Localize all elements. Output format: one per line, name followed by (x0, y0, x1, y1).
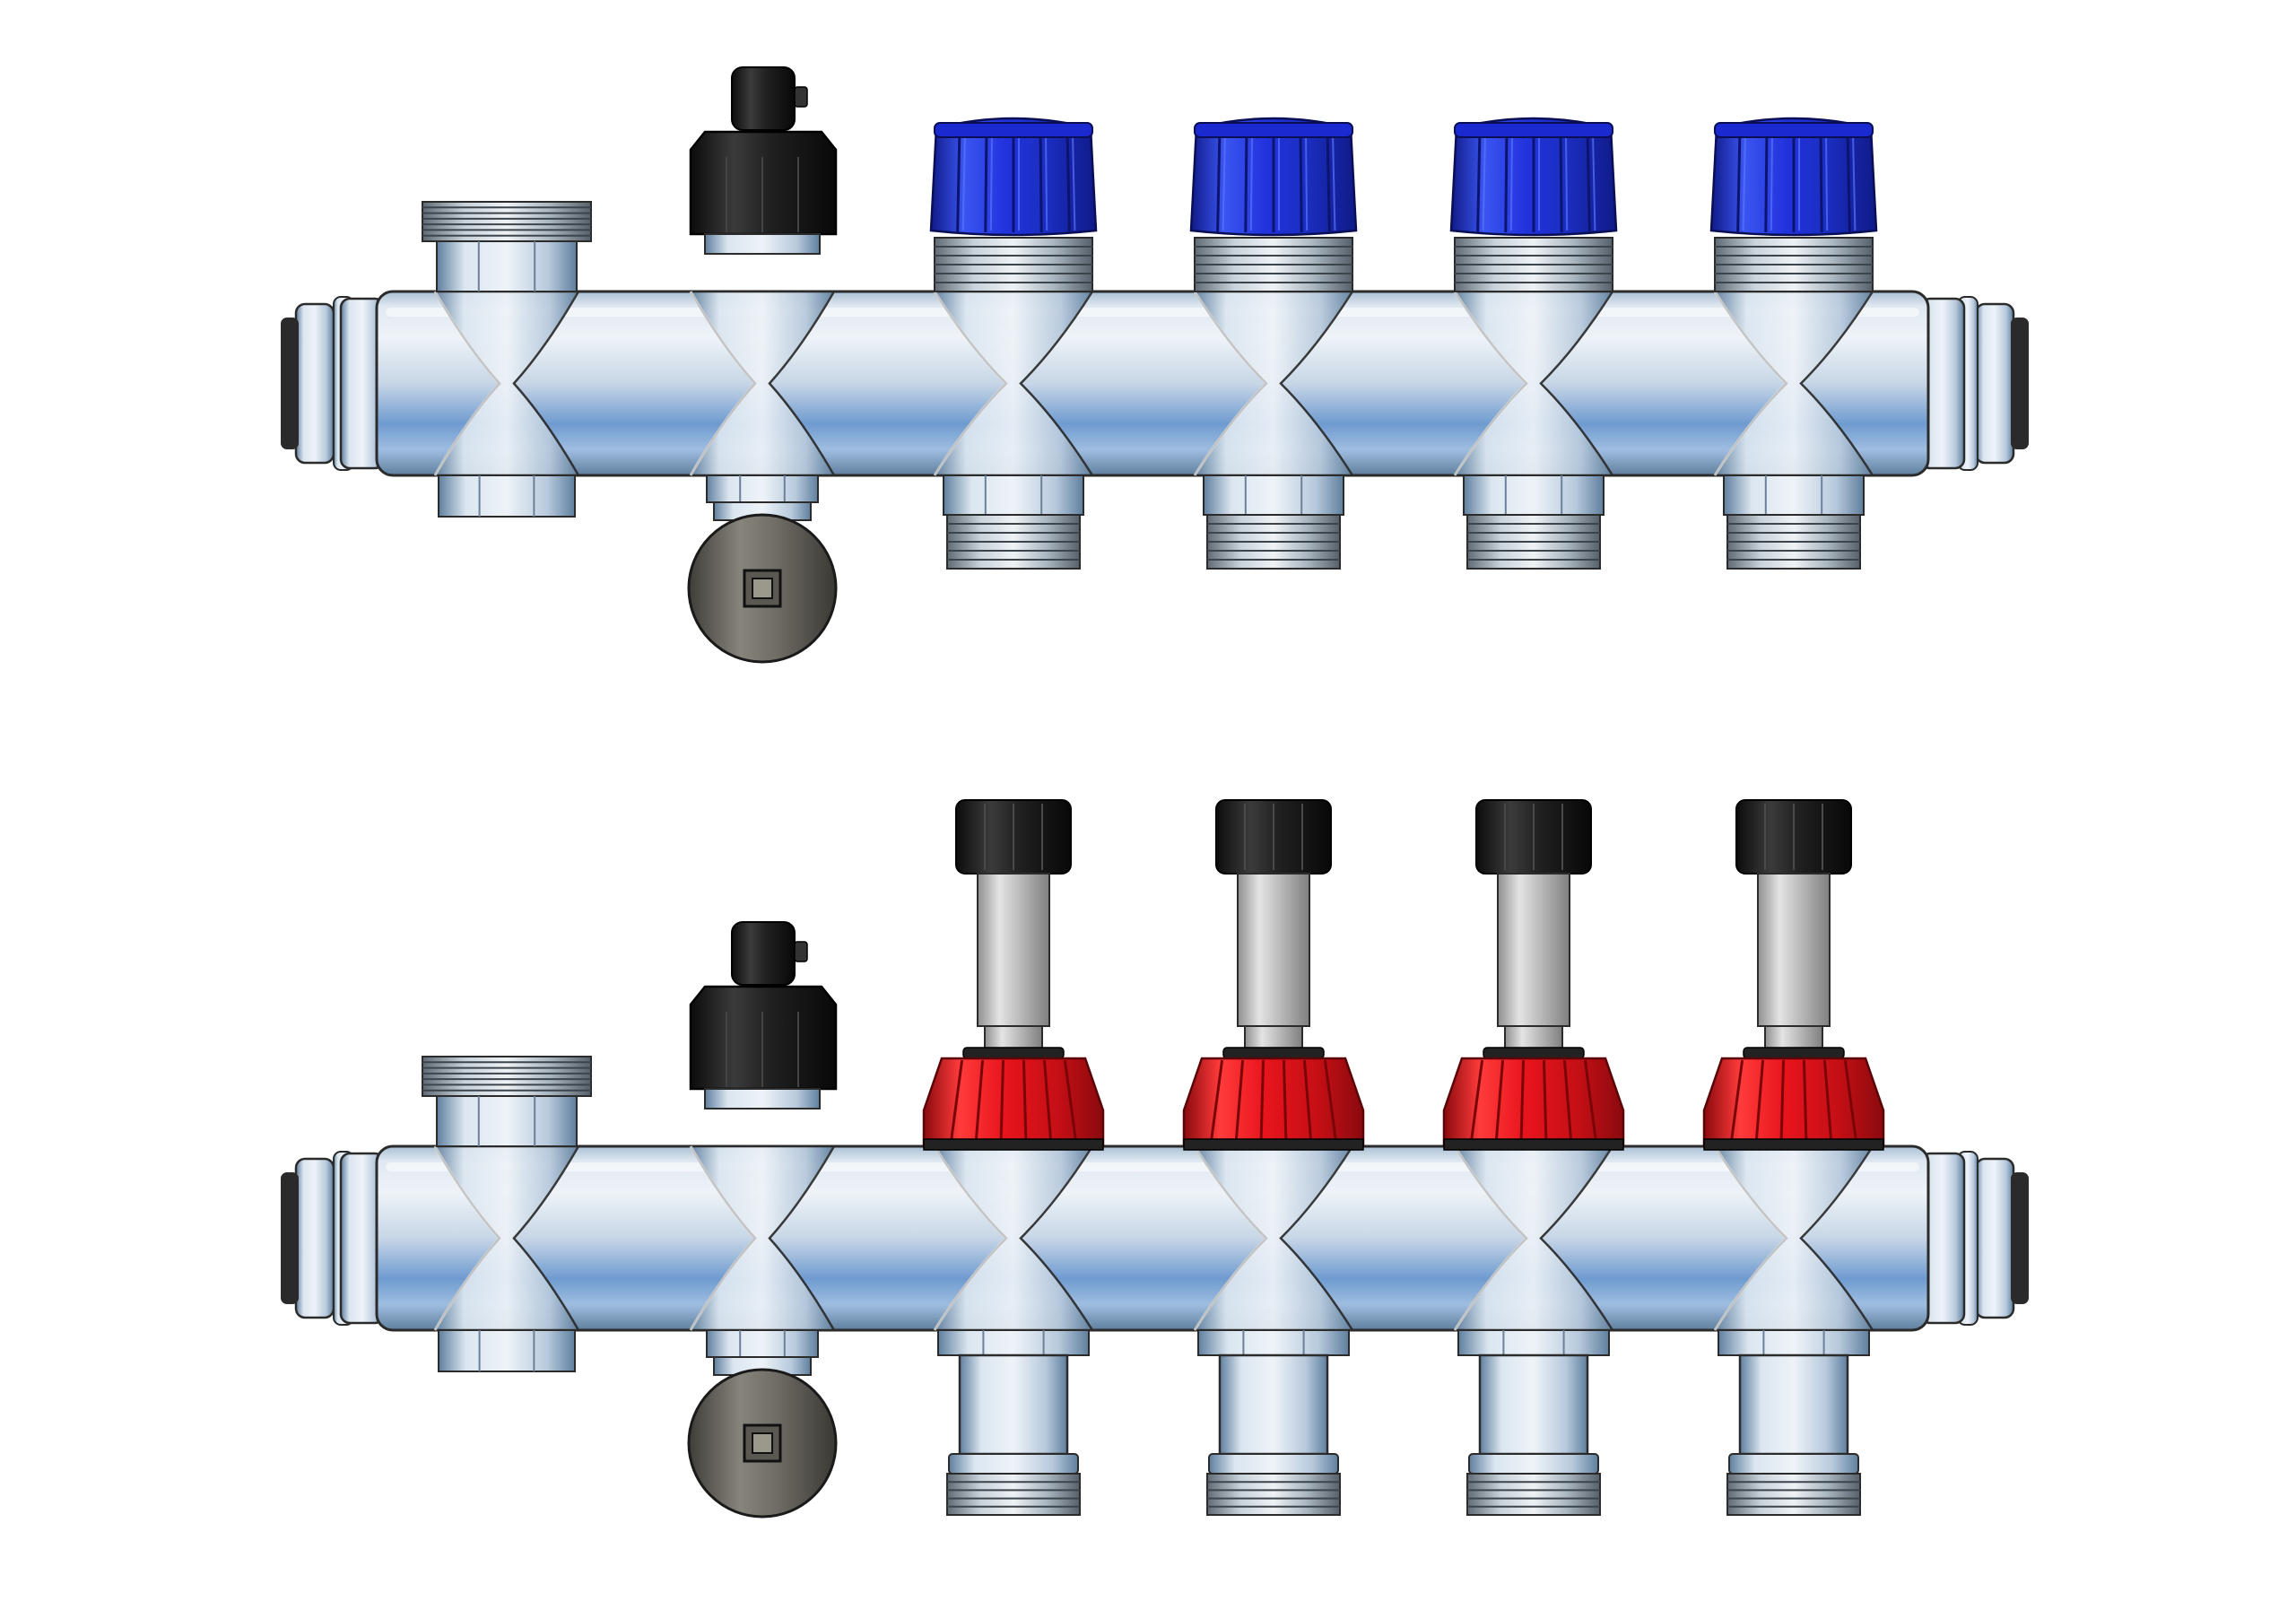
outlet-sleeve (958, 1353, 1069, 1456)
bottom-plug (438, 1329, 576, 1372)
outlet-bottom-nut (1723, 474, 1865, 516)
red-flowmeter-1 (922, 799, 1105, 1151)
outlet-bottom-nut (937, 1329, 1090, 1356)
inlet-thread (422, 201, 592, 242)
red-flowmeter-2 (1182, 799, 1365, 1151)
right-end-cap-icon (1957, 296, 2029, 471)
threaded-connector-icon (1726, 1473, 1861, 1516)
red-flowmeter-4 (1702, 799, 1885, 1151)
air-vent-actuator-icon (689, 921, 838, 1110)
threaded-connector-icon (1466, 514, 1601, 570)
tee-inlet (432, 290, 581, 477)
tee-outlet-4 (1712, 1144, 1875, 1332)
blue-cap-1 (929, 117, 1098, 237)
manifold-pipe (375, 1144, 1930, 1332)
sight-glass (1497, 873, 1570, 1027)
supply-manifold (281, 799, 2029, 1519)
blue-cap-3 (1449, 117, 1618, 237)
sight-glass (977, 873, 1050, 1027)
threaded-connector-icon (946, 1473, 1081, 1516)
drain-nut (706, 474, 819, 503)
manifold-pipe (375, 290, 1930, 477)
blue-cap-2 (1189, 117, 1358, 237)
outlet-bottom-nut (1197, 1329, 1350, 1356)
red-cap (1182, 1057, 1365, 1148)
tee-outlet-2 (1192, 1144, 1355, 1332)
drain-valve-icon (687, 474, 838, 664)
drain-valve-icon (687, 1329, 838, 1519)
outlet-bottom-nut (943, 474, 1084, 516)
tee-vent (688, 1144, 837, 1332)
outlet-bottom-nut (1718, 1329, 1870, 1356)
threaded-connector-icon (1206, 1473, 1341, 1516)
blue-cap-4 (1709, 117, 1878, 237)
tee-outlet-1 (932, 1144, 1095, 1332)
tee-outlet-4 (1712, 290, 1875, 477)
outlet-top-thread (1714, 237, 1874, 292)
red-flowmeter-3 (1442, 799, 1625, 1151)
air-vent-actuator-icon (689, 66, 838, 255)
outlet-sleeve (1738, 1353, 1849, 1456)
red-cap (922, 1057, 1105, 1148)
threaded-connector-icon (1206, 514, 1341, 570)
outlet-bottom-nut (1203, 474, 1344, 516)
tee-inlet (432, 1144, 581, 1332)
drain-nut (706, 1329, 819, 1358)
tee-outlet-2 (1192, 290, 1355, 477)
tee-vent (688, 290, 837, 477)
threaded-connector-icon (1466, 1473, 1601, 1516)
threaded-connector-icon (946, 514, 1081, 570)
inlet-hex (436, 1095, 578, 1147)
red-cap (1442, 1057, 1625, 1148)
outlet-top-thread (934, 237, 1093, 292)
sight-glass (1237, 873, 1310, 1027)
outlet-sleeve (1218, 1353, 1329, 1456)
outlet-bottom-nut (1457, 1329, 1610, 1356)
tee-outlet-1 (932, 290, 1095, 477)
threaded-connector-icon (1726, 514, 1861, 570)
red-cap (1702, 1057, 1885, 1148)
sight-glass (1757, 873, 1831, 1027)
outlet-sleeve (1478, 1353, 1589, 1456)
inlet-hex (436, 240, 578, 292)
outlet-top-thread (1194, 237, 1353, 292)
outlet-bottom-nut (1463, 474, 1605, 516)
outlet-top-thread (1454, 237, 1613, 292)
right-end-cap-icon (1957, 1151, 2029, 1326)
tee-outlet-3 (1452, 1144, 1615, 1332)
inlet-thread (422, 1056, 592, 1097)
return-manifold (281, 66, 2029, 664)
bottom-plug (438, 474, 576, 518)
tee-outlet-3 (1452, 290, 1615, 477)
